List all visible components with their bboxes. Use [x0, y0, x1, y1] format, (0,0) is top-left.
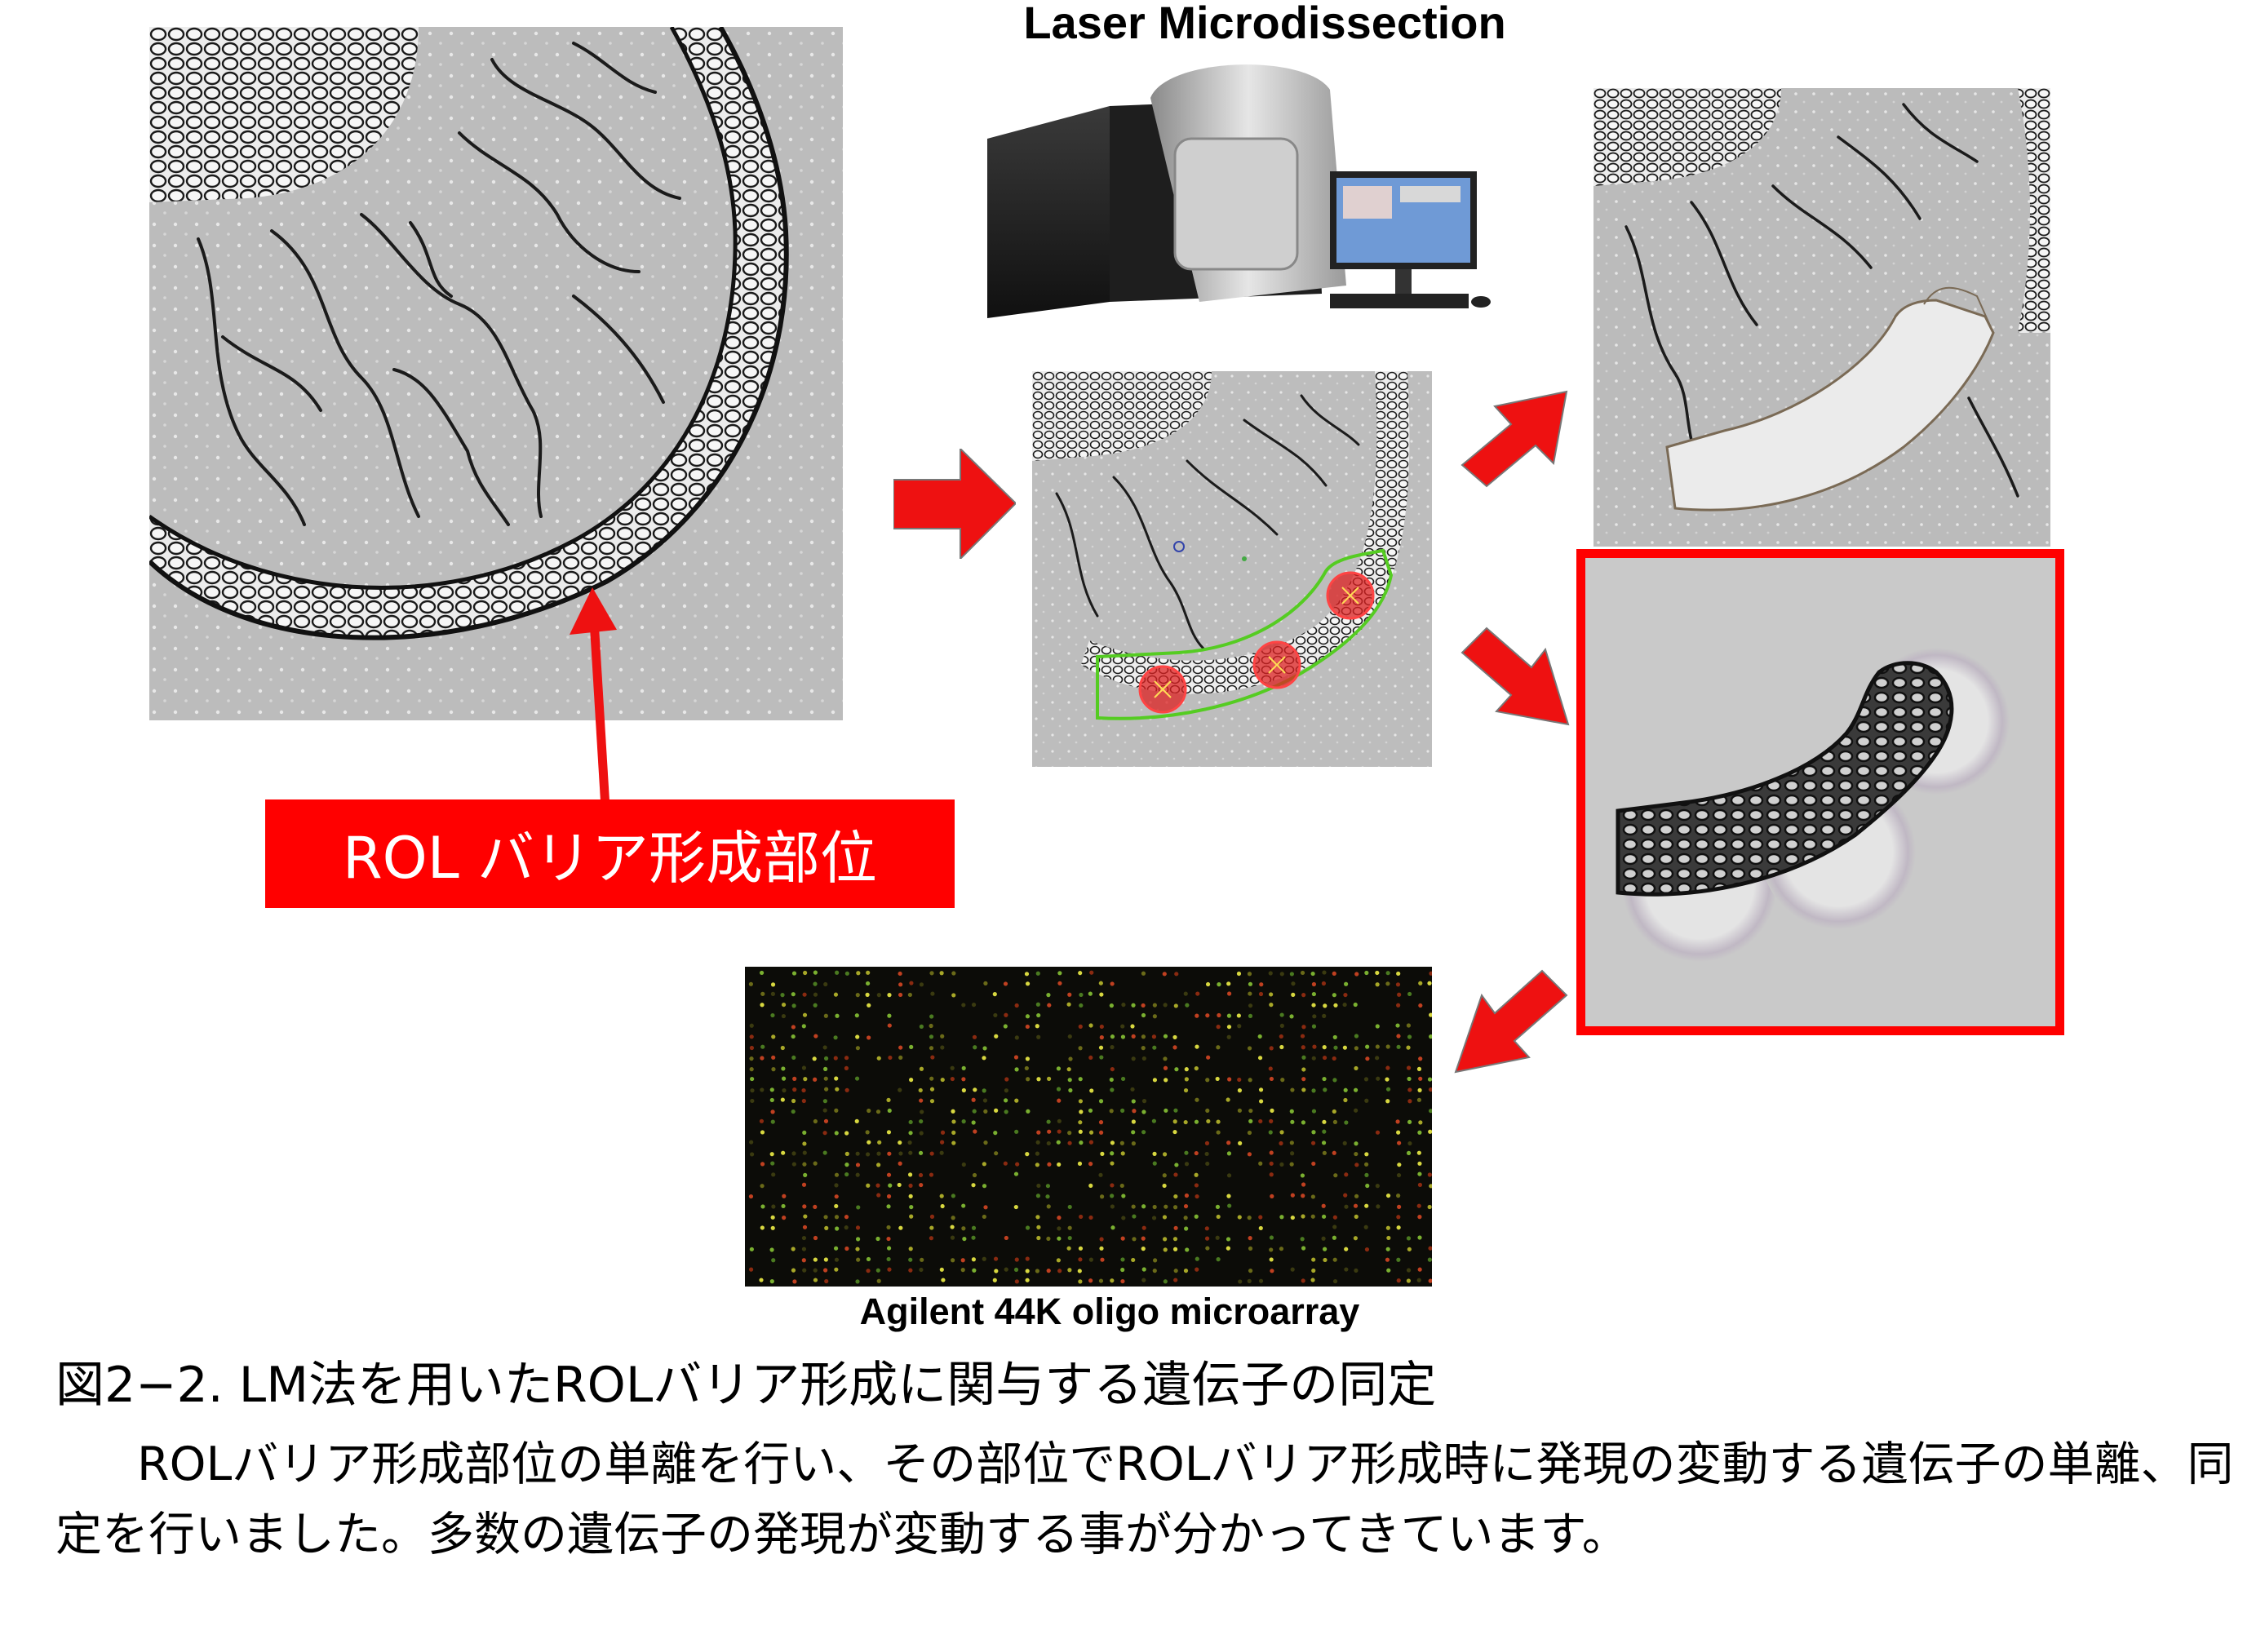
- microarray-image: [745, 967, 1432, 1287]
- laser-microdissection-title: Laser Microdissection: [1023, 0, 1506, 48]
- arrow-down-right: [1461, 627, 1570, 726]
- laser-microdissection-machine: [987, 57, 1509, 326]
- microarray-caption: Agilent 44K oligo microarray: [859, 1291, 1360, 1332]
- arrow-up-right: [1461, 390, 1568, 488]
- figure-caption-title: 図2−2. LM法を用いたROLバリア形成に関与する遺伝子の同定: [55, 1357, 1437, 1414]
- pointer-arrow: [570, 587, 617, 808]
- isolated-tissue-image: [1576, 549, 2064, 1035]
- laser-target-image: [1032, 371, 1432, 767]
- arrow-down-left: [1454, 969, 1568, 1074]
- cut-tissue-image: [1593, 88, 2050, 547]
- figure-caption-body: ROLバリア形成部位の単離を行い、その部位でROLバリア形成時に発現の変動する遺…: [55, 1437, 2234, 1561]
- rol-barrier-label: ROL バリア形成部位: [265, 799, 955, 908]
- root-cross-section-image: [149, 27, 843, 720]
- laser-spot-icon: [1138, 571, 1375, 714]
- arrow-right-1: [893, 449, 1016, 559]
